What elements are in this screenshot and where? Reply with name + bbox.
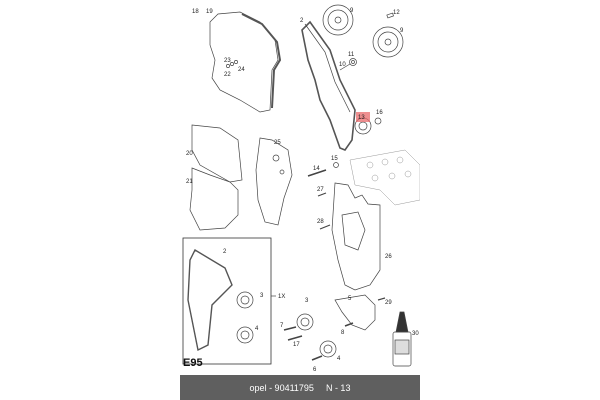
callout-7: 7 bbox=[280, 323, 284, 329]
callout-6: 6 bbox=[313, 367, 317, 373]
kit-box bbox=[182, 237, 272, 365]
callout-11: 11 bbox=[348, 52, 355, 58]
callout-17: 17 bbox=[293, 342, 300, 348]
camshaft-pulley-lower bbox=[372, 26, 404, 58]
callout-29: 29 bbox=[385, 300, 392, 306]
callout-13[interactable]: 13 bbox=[358, 115, 365, 121]
callout-kit-3: 3 bbox=[260, 293, 264, 299]
kit-quantity-label: 1X bbox=[278, 294, 285, 300]
callout-12: 12 bbox=[393, 10, 400, 16]
callout-3: 3 bbox=[305, 298, 309, 304]
diagram-viewer: 18 19 23 22 24 2 9 9 12 11 10 13 16 20 2… bbox=[180, 0, 420, 400]
diagram-position: N - 13 bbox=[325, 382, 351, 393]
callout-23: 23 bbox=[224, 58, 231, 64]
diagram-svg: 18 19 23 22 24 2 9 9 12 11 10 13 16 20 2… bbox=[182, 4, 420, 373]
camshaft-pulley-upper bbox=[322, 4, 354, 36]
callout-labels: 18 19 23 22 24 2 9 9 12 11 10 13 16 20 2… bbox=[186, 8, 419, 373]
callout-10: 10 bbox=[339, 62, 346, 68]
lower-cover-20 bbox=[191, 124, 243, 183]
callout-14: 14 bbox=[313, 166, 320, 172]
adhesive-bottle-30 bbox=[392, 311, 412, 367]
callout-30: 30 bbox=[412, 331, 419, 337]
brand-part-number: opel - 90411795 bbox=[249, 382, 314, 393]
callout-26: 26 bbox=[385, 254, 392, 260]
callout-20: 20 bbox=[186, 151, 193, 157]
callout-19: 19 bbox=[206, 9, 213, 15]
callout-8: 8 bbox=[341, 330, 345, 336]
callout-2: 2 bbox=[300, 18, 304, 24]
callout-24: 24 bbox=[238, 67, 245, 73]
timing-belt-exploded-diagram: 18 19 23 22 24 2 9 9 12 11 10 13 16 20 2… bbox=[180, 0, 420, 375]
engine-head bbox=[349, 149, 420, 206]
highlight-part-13[interactable] bbox=[356, 112, 370, 122]
callout-15: 15 bbox=[331, 156, 338, 162]
caption-bar: opel - 90411795 N - 13 bbox=[180, 375, 420, 400]
lower-cover-21 bbox=[189, 167, 239, 231]
callout-4: 4 bbox=[337, 356, 341, 362]
rear-plate-26 bbox=[331, 182, 381, 291]
upper-timing-cover bbox=[209, 11, 279, 113]
bracket-5 bbox=[334, 294, 376, 331]
timing-belt bbox=[301, 20, 356, 151]
callout-kit-2: 2 bbox=[223, 249, 227, 255]
callout-18: 18 bbox=[192, 9, 199, 15]
callout-9b: 9 bbox=[400, 28, 404, 34]
callout-27: 27 bbox=[317, 187, 324, 193]
callout-16: 16 bbox=[376, 110, 383, 116]
callout-28: 28 bbox=[317, 219, 324, 225]
callout-9a: 9 bbox=[350, 8, 354, 14]
callout-5: 5 bbox=[348, 296, 352, 302]
rear-cover-25 bbox=[255, 137, 293, 226]
callout-22: 22 bbox=[224, 72, 231, 78]
callout-21: 21 bbox=[186, 179, 193, 185]
callout-kit-4: 4 bbox=[255, 326, 259, 332]
figure-code: E95 bbox=[183, 357, 203, 369]
callout-25: 25 bbox=[274, 140, 281, 146]
